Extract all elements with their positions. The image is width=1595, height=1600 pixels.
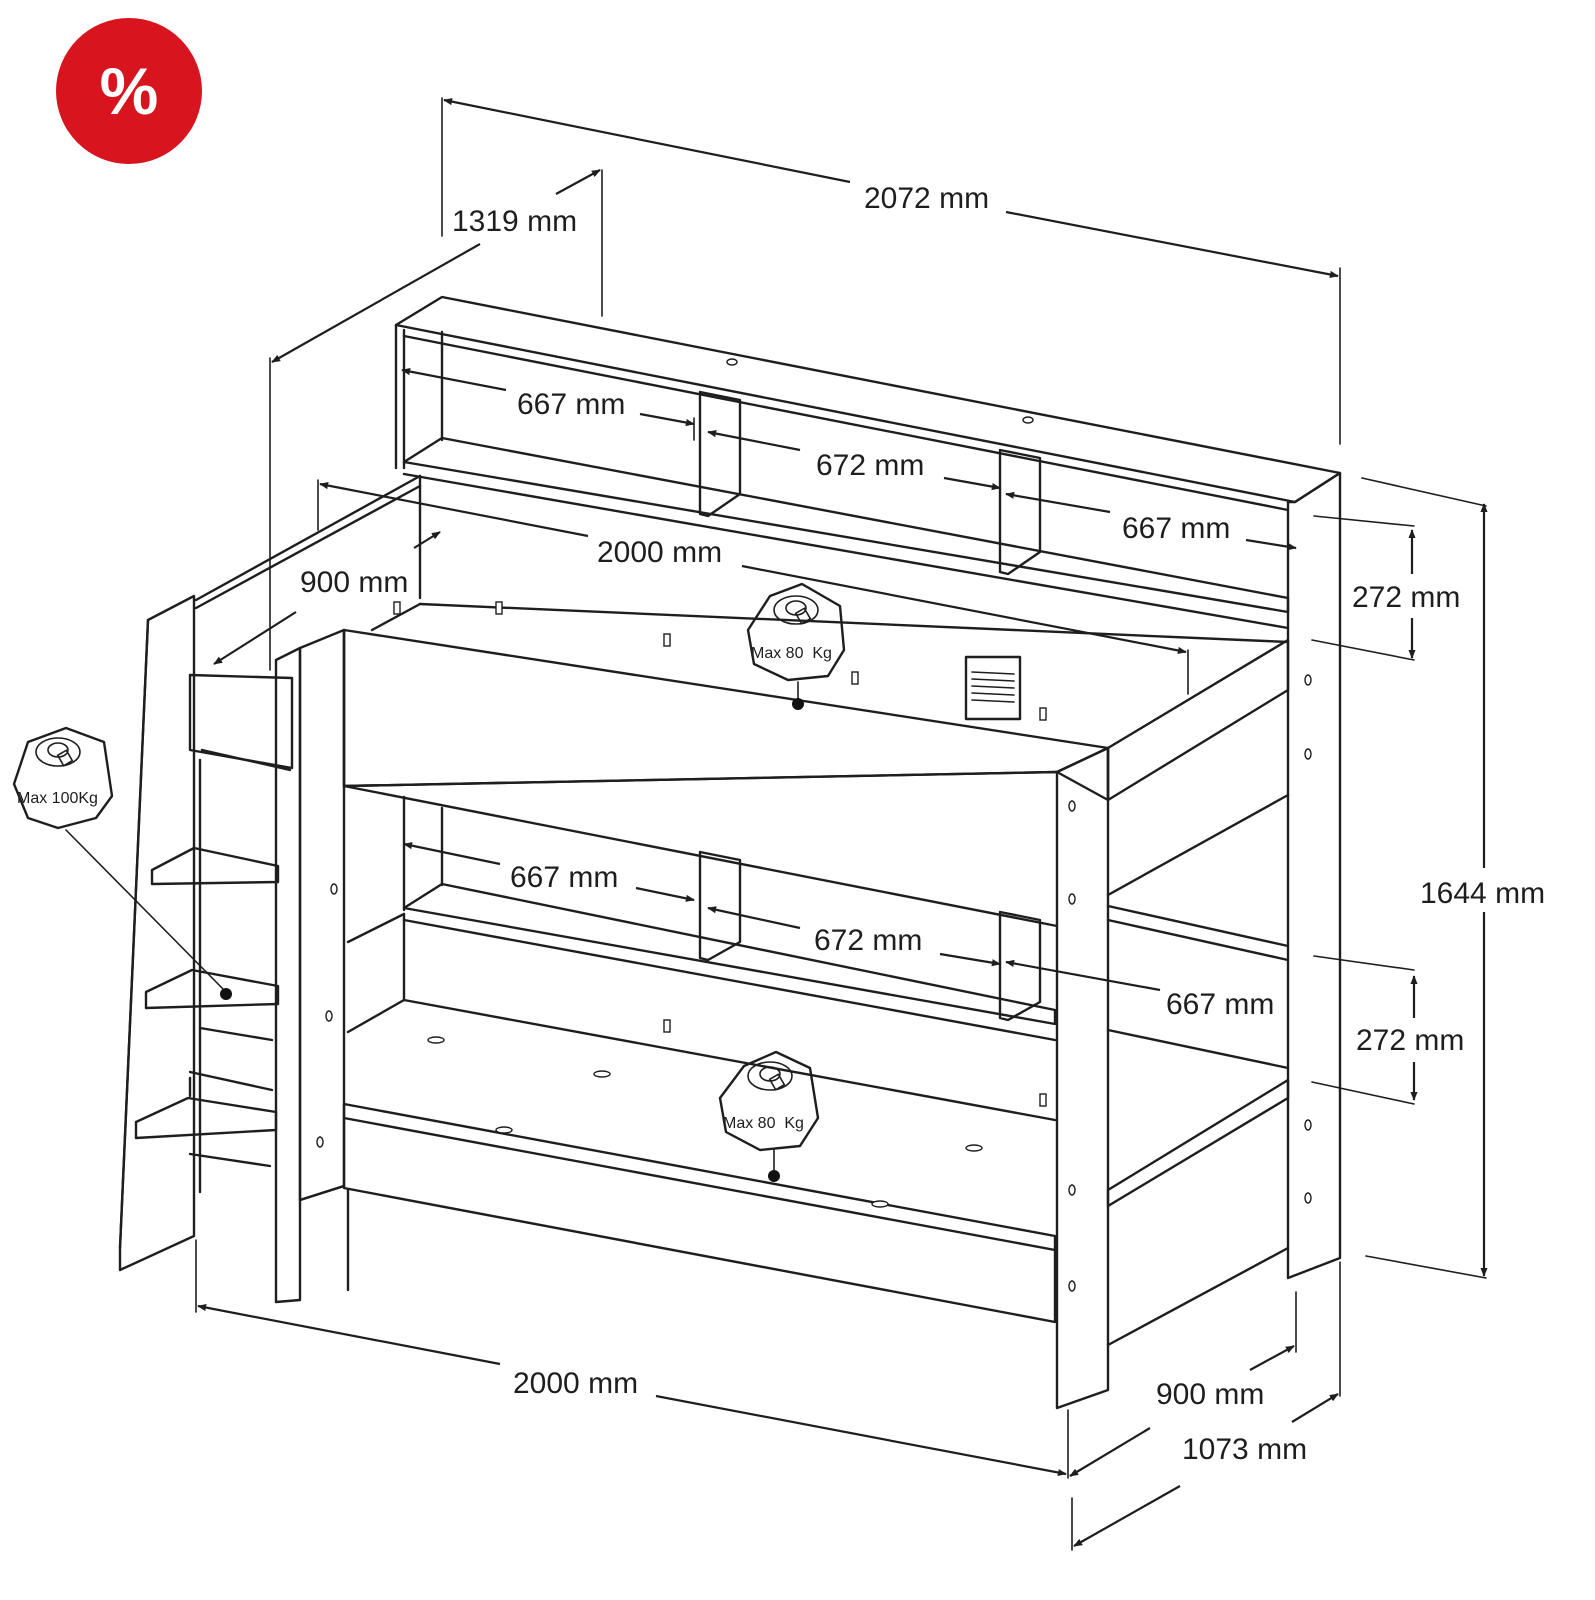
dim-top-shelf-height: 272 mm [1352,581,1460,614]
weight-bottom-bunk: Max 80 Kg [723,1115,804,1132]
dim-top-shelf-mid: 672 mm [816,449,924,482]
right-back-post [1286,471,1342,1280]
left-front-post-lower [274,646,302,1304]
ladder-step-2 [144,968,280,1010]
bed-frame [118,295,1342,1410]
dim-bottom-mattress-length: 2000 mm [513,1367,638,1400]
left-front-post [298,628,346,1202]
top-shelf-divider-left [698,390,742,518]
dim-bottom-shelf-mid: 672 mm [814,924,922,957]
dim-overall-height: 1644 mm [1420,877,1545,910]
weight-top-bunk: Max 80 Kg [751,645,832,662]
dim-bottom-shelf-height: 272 mm [1356,1024,1464,1057]
dimension-labels: 2072 mm 1319 mm 667 mm 672 mm 667 mm 200… [300,182,1545,1466]
dim-bottom-shelf-left: 667 mm [510,861,618,894]
ladder-rail [118,594,196,1272]
dim-overall-width: 1073 mm [1182,1433,1307,1466]
dimension-lines [195,97,1488,1551]
right-front-post [1055,746,1110,1410]
dim-bottom-mattress-width: 900 mm [1156,1378,1264,1411]
dim-overall-length: 2072 mm [864,182,989,215]
dim-top-mattress-length: 2000 mm [597,536,722,569]
ladder-step-1 [150,846,280,886]
dim-top-shelf-right: 667 mm [1122,512,1230,545]
dim-top-shelf-left: 667 mm [517,388,625,421]
weight-ladder: Max 100Kg [17,790,98,807]
bottom-bunk-right-rail [1106,1078,1290,1208]
bottom-shelf-divider-right [998,910,1042,1022]
dim-overall-depth: 1319 mm [452,205,577,238]
dim-bottom-shelf-right: 667 mm [1166,988,1274,1021]
bottom-shelf-divider-left [698,850,742,962]
top-bunk-right-rail [1106,638,1290,802]
dim-top-mattress-width: 900 mm [300,566,408,599]
top-bunk-front-guard [342,628,1110,802]
weight-badge-ladder: Max 100Kg [12,726,232,1000]
sale-badge: % [56,18,202,164]
top-shelf-divider-right [998,448,1042,576]
weight-badge-bottom: Max 80 Kg [718,1050,820,1182]
top-bunk-left-guard [188,673,294,770]
ladder-step-3 [134,1096,278,1140]
weight-badge-top: Max 80 Kg [746,582,846,710]
bottom-shelf-board [402,882,1057,1026]
info-label [964,655,1022,721]
